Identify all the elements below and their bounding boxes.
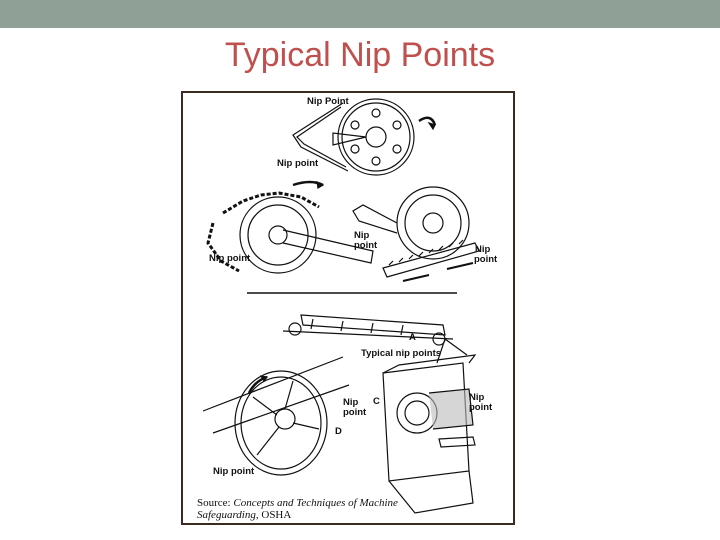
machine-drawing — [383, 339, 475, 513]
line-drawings — [183, 93, 513, 523]
label-point: point — [469, 403, 492, 413]
label-nip-point: Nip point — [213, 467, 254, 477]
label-marker-a: A — [409, 333, 416, 343]
nip-points-illustration: Nip Point Nip point Nip point Nip point … — [181, 91, 515, 525]
source-suffix: , OSHA — [256, 509, 291, 521]
handwheel-drawing — [203, 357, 349, 475]
conveyor-drawing — [283, 315, 453, 345]
source-title-line1: Concepts and Techniques of Machine — [233, 497, 398, 509]
slide-title: Typical Nip Points — [0, 36, 720, 75]
source-prefix: Source: — [197, 497, 233, 509]
label-marker-d: D — [335, 427, 342, 437]
label-point: point — [343, 408, 366, 418]
label-typical-nip-points: Typical nip points — [361, 349, 441, 359]
label-nip-point: Nip point — [209, 254, 250, 264]
label-nip-point: Nip point — [277, 159, 318, 169]
label-point: point — [354, 241, 377, 251]
label-marker-c: C — [373, 397, 380, 407]
top-accent-bar — [0, 0, 720, 28]
label-nip-point: Nip Point — [307, 97, 349, 107]
gear-rack-drawing — [353, 187, 479, 281]
source-title-line2: Safeguarding — [197, 509, 256, 521]
label-point: point — [474, 255, 497, 265]
source-citation: Source: Concepts and Techniques of Machi… — [197, 497, 398, 521]
